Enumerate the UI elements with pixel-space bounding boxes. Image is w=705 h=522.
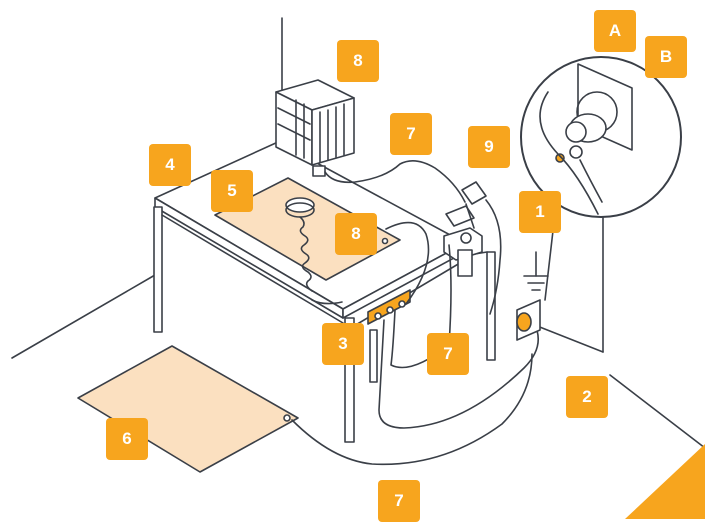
callout-8-mat: 8 [335,213,377,255]
callout-7-top: 7 [390,113,432,155]
callout-7-mid: 7 [427,333,469,375]
leg-back-right [487,252,495,360]
corner-accent [625,444,705,519]
callout-4: 4 [149,144,191,186]
callout-3: 3 [322,323,364,365]
callout-7-bottom: 7 [378,480,420,522]
floor-mat-cable [292,354,532,464]
callout-6: 6 [106,418,148,460]
floor-mat-snap [284,415,290,421]
leg-inner [370,330,377,382]
ground-symbol-icon [524,252,548,290]
callout-a: A [594,10,636,52]
callout-5: 5 [211,170,253,212]
callout-1: 1 [519,191,561,233]
leg-front-left [154,207,162,332]
table-mat-snap [383,239,388,244]
callout-8-server: 8 [337,40,379,82]
callout-2: 2 [566,376,608,418]
ground-outlet-icon [517,300,540,340]
callout-9: 9 [468,126,510,168]
callout-b: B [645,36,687,78]
